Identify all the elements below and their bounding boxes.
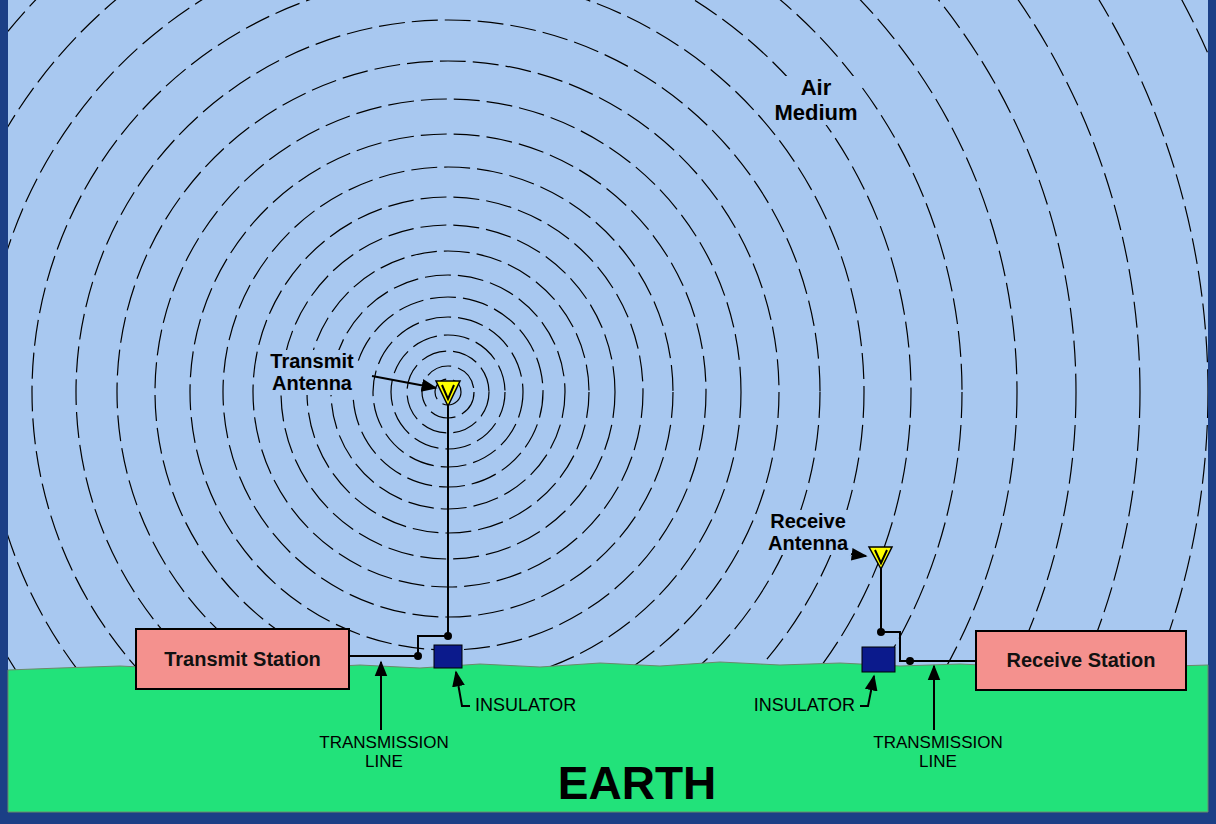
- part-label: INSULATOR: [472, 695, 579, 715]
- receive-wiring: [881, 562, 975, 661]
- junction-dot: [906, 657, 914, 665]
- station-box: Receive Station: [975, 630, 1187, 691]
- label-text: INSULATOR: [754, 695, 855, 715]
- label-text: Receive Antenna: [768, 510, 848, 554]
- label-text: TRANSMISSION LINE: [319, 733, 448, 771]
- wave-front: [76, 20, 820, 764]
- leader-line: [456, 672, 470, 706]
- insulator-block: [434, 645, 462, 668]
- wave-front: [117, 61, 779, 723]
- station-name: Transmit Station: [164, 648, 321, 671]
- junction-dot: [414, 652, 422, 660]
- station-box: Transmit Station: [135, 628, 350, 690]
- air-medium: [8, 0, 1208, 812]
- antenna-label: Receive Antenna: [765, 510, 851, 555]
- label-text: TRANSMISSION LINE: [873, 733, 1002, 771]
- leader-lines: [372, 376, 934, 730]
- ground-label: EARTH: [555, 758, 719, 810]
- part-label: TRANSMISSION LINE: [316, 733, 451, 771]
- transmit-wiring: [350, 400, 448, 656]
- radio-waves: [8, 0, 1208, 812]
- part-label: INSULATOR: [751, 695, 858, 715]
- transmit-antenna: [436, 381, 460, 406]
- label-text: INSULATOR: [475, 695, 576, 715]
- label-text: EARTH: [558, 757, 716, 809]
- wave-front: [155, 99, 741, 685]
- leader-line: [380, 662, 382, 730]
- transmission-line: [350, 636, 448, 656]
- station-name: Receive Station: [1007, 649, 1156, 672]
- leader-line: [860, 676, 874, 706]
- antenna-label: Transmit Antenna: [267, 350, 356, 395]
- wave-front: [190, 134, 706, 650]
- part-label: TRANSMISSION LINE: [870, 733, 1005, 771]
- wave-front: [8, 0, 1208, 812]
- wave-front: [435, 379, 461, 405]
- leader-line: [933, 666, 935, 730]
- antenna-mast: [447, 400, 449, 636]
- antenna-mast: [880, 562, 882, 632]
- receive-antenna: [869, 547, 892, 569]
- medium-label: Air Medium: [771, 76, 860, 125]
- junction-dot: [877, 628, 885, 636]
- label-text: Air Medium: [774, 75, 857, 125]
- label-text: Transmit Antenna: [270, 350, 353, 394]
- wave-front: [8, 0, 1208, 812]
- leader-line: [372, 376, 436, 388]
- insulator-block: [862, 647, 895, 672]
- junction-dot: [444, 632, 452, 640]
